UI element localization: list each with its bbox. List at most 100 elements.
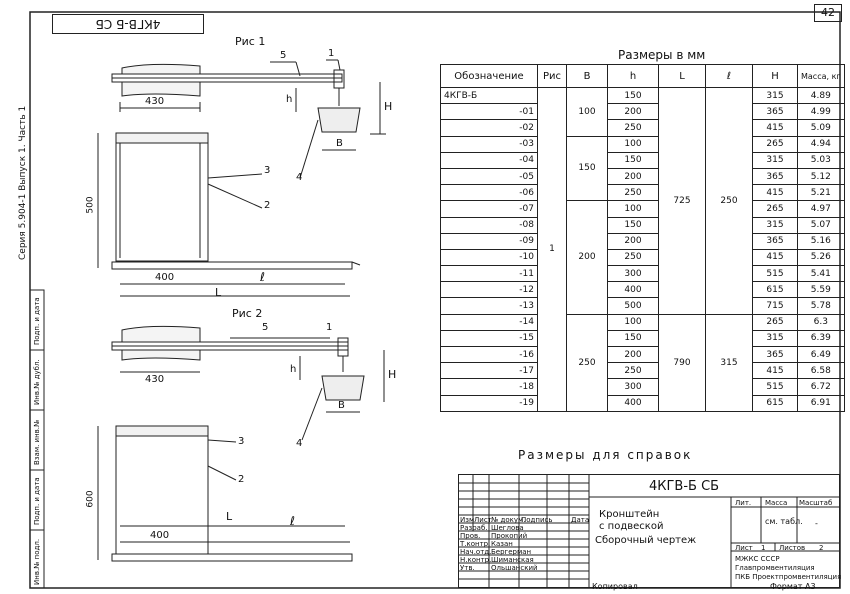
- cell-designation: -16: [440, 345, 538, 364]
- cell-designation: -06: [440, 184, 538, 202]
- tb-doc-code: 4КГВ-Б СБ: [649, 479, 720, 494]
- cell-designation: -18: [440, 378, 538, 396]
- table-header-row: Обозначение Рис В h L ℓ H Масса, кг: [440, 64, 845, 88]
- cell-H: 615: [752, 394, 798, 412]
- fig1-callout: 4: [296, 172, 303, 183]
- cell-designation: 4КГВ-Б: [440, 86, 538, 105]
- fig1-callout: 5: [280, 50, 287, 61]
- cell-H: 415: [752, 362, 798, 380]
- tb-mass: Масса: [765, 499, 788, 507]
- tb-org-line2: Главпромвентиляция: [735, 564, 815, 572]
- cell-h: 300: [607, 378, 659, 396]
- cell-mass: 4.99: [797, 103, 845, 121]
- tb-person: Бергерман: [491, 548, 532, 556]
- cell-h: 250: [607, 362, 659, 380]
- cell-mass: 6.3: [797, 313, 845, 331]
- fig1-callout: 2: [264, 200, 271, 211]
- cell-H: 615: [752, 281, 798, 299]
- left-stamp-strip: [29, 289, 45, 589]
- cell-designation: -01: [440, 103, 538, 121]
- tb-role: Утв.: [460, 564, 475, 572]
- tb-person: Казан: [491, 540, 513, 548]
- tb-person: Шиманская: [491, 556, 534, 564]
- cell-h: 500: [607, 297, 659, 315]
- fig1-dim-l: ℓ: [260, 270, 265, 284]
- tb-role: Разраб.: [460, 524, 488, 532]
- cell-H: 415: [752, 184, 798, 202]
- tb-role: Нач.отд.: [460, 548, 492, 556]
- tb-name-line2: с подвеской: [599, 521, 664, 532]
- cell-H: 315: [752, 151, 798, 169]
- cell-designation: -08: [440, 216, 538, 234]
- col-header: h: [607, 64, 659, 88]
- cell-designation: -19: [440, 394, 538, 412]
- fig1-label: Рис 1: [235, 35, 266, 48]
- tb-sheet-value: 1: [761, 544, 766, 552]
- cell-H: 265: [752, 135, 798, 153]
- cell-H: 415: [752, 119, 798, 137]
- cell-designation: -07: [440, 200, 538, 218]
- tb-org-line3: ПКБ Проектпромвентиляция: [735, 573, 842, 581]
- tb-person: Прокопий: [491, 532, 528, 540]
- fig1-dim-430: 430: [145, 96, 165, 107]
- tb-name-line1: Кронштейн: [599, 509, 660, 520]
- col-header: Масса, кг: [797, 64, 845, 88]
- fig1-dim-h: h: [286, 94, 293, 105]
- fig2-dim-430: 430: [145, 374, 165, 385]
- tb-scale-value: -: [815, 519, 818, 528]
- cell-fig: 1: [537, 87, 567, 412]
- cell-b: 250: [566, 313, 608, 412]
- fig1-dim-H: H: [384, 100, 393, 113]
- title-block-grid: [459, 475, 839, 587]
- col-header: ℓ: [705, 64, 753, 88]
- fig1-drawing: [97, 59, 386, 297]
- fig1-dim-L: L: [215, 286, 222, 299]
- cell-h: 200: [607, 232, 659, 250]
- cell-mass: 5.16: [797, 232, 845, 250]
- reference-note: Размеры для справок: [518, 448, 693, 462]
- cell-designation: -17: [440, 362, 538, 380]
- cell-mass: 4.89: [797, 86, 845, 105]
- cell-h: 100: [607, 135, 659, 153]
- tb-role: Т.контр.: [460, 540, 491, 548]
- tb-col-header: Изм: [460, 516, 475, 524]
- cell-mass: 5.26: [797, 248, 845, 267]
- tb-org-line1: МЖКС СССР: [735, 555, 780, 563]
- tb-sheets-label: Листов: [779, 544, 806, 552]
- cell-mass: 5.03: [797, 151, 845, 169]
- tb-col-header: Дата: [571, 516, 590, 524]
- cell-mass: 6.49: [797, 345, 845, 364]
- fig2-dim-H: H: [388, 368, 397, 381]
- fig1-dim-500: 500: [85, 196, 96, 214]
- tb-person: Ольшанский: [491, 564, 538, 572]
- cell-designation: -10: [440, 248, 538, 267]
- page-number: 42: [814, 4, 842, 22]
- fig1-callout: 3: [264, 165, 271, 176]
- cell-L: 790: [658, 313, 706, 412]
- cell-l: 250: [705, 87, 753, 315]
- cell-H: 715: [752, 297, 798, 315]
- cell-designation: -15: [440, 329, 538, 348]
- tb-col-header: Лист: [474, 516, 492, 524]
- cell-designation: -04: [440, 151, 538, 169]
- cell-mass: 5.07: [797, 216, 845, 234]
- col-header: Обозначение: [440, 64, 538, 88]
- fig2-callout: 2: [238, 474, 245, 485]
- cell-h: 150: [607, 86, 659, 105]
- tb-name-line3: Сборочный чертеж: [595, 535, 697, 546]
- cell-h: 300: [607, 265, 659, 283]
- cell-designation: -05: [440, 167, 538, 186]
- cell-mass: 6.91: [797, 394, 845, 412]
